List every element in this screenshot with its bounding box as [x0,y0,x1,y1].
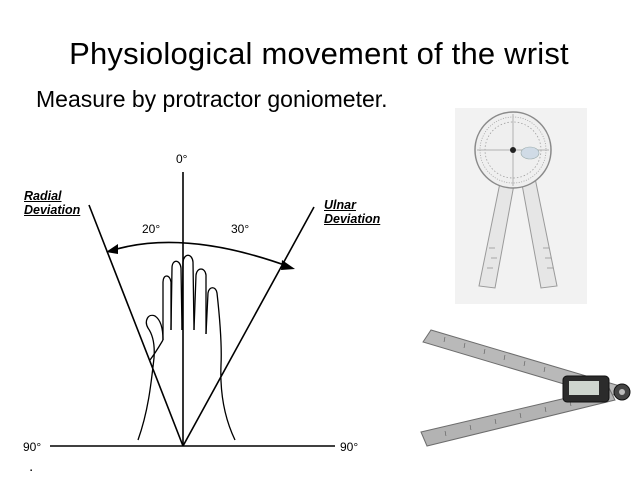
radial-label-line2: Deviation [24,203,81,217]
angle-label-90-left: 90° [23,440,42,454]
radial-deviation-label: Radial Deviation [24,189,80,217]
angle-label-20: 20° [142,222,161,236]
angle-label-0: 0° [176,152,188,166]
arc-arrow-right [281,260,295,270]
ulnar-label-line2: Deviation [324,212,381,226]
plastic-goniometer-image [455,108,587,304]
slide-subtitle: Measure by protractor goniometer. [36,86,388,112]
ulnar-deviation-line [182,206,315,447]
radial-deviation-line [88,204,184,447]
ulnar-label-line1: Ulnar [324,198,356,212]
radial-label-line1: Radial [24,189,62,203]
arc-arrow-left [106,244,118,254]
hand-outline [137,254,236,441]
angle-label-30: 30° [231,222,250,236]
angle-label-90-right: 90° [340,440,359,454]
slide-title: Physiological movement of the wrist [69,36,569,71]
deviation-arc [109,241,291,268]
ulnar-deviation-label: Ulnar Deviation [324,198,380,226]
footer-mark: ▪ [30,468,33,474]
digital-goniometer-image [420,329,631,447]
